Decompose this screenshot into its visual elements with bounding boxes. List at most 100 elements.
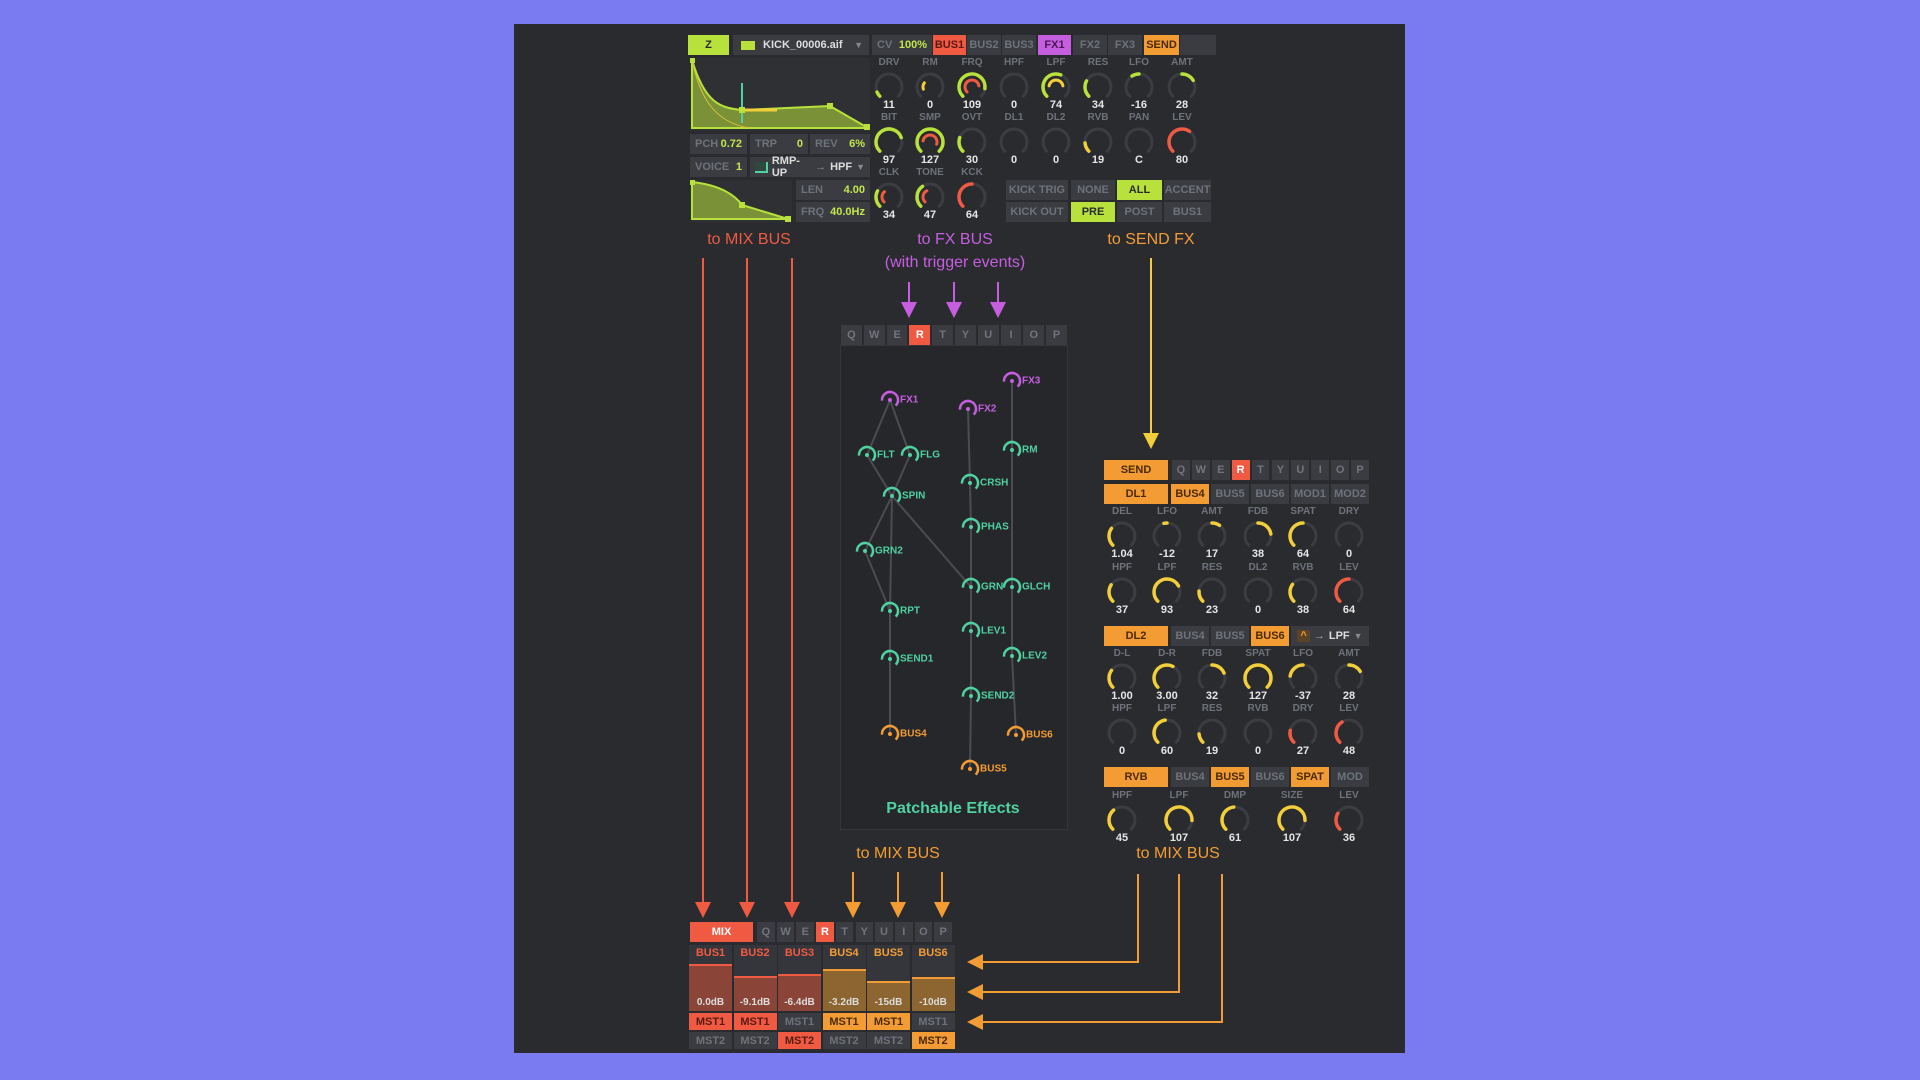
- knob-dial[interactable]: [912, 124, 948, 156]
- mst2-toggle[interactable]: MST2: [867, 1032, 910, 1049]
- patch-key-w[interactable]: W: [863, 325, 885, 345]
- kick-out-bus1[interactable]: BUS1: [1164, 202, 1211, 222]
- mst1-toggle[interactable]: MST1: [733, 1013, 777, 1030]
- send-key-o[interactable]: O: [1331, 460, 1350, 480]
- patch-node-grn[interactable]: [961, 577, 981, 594]
- dl1-route-mod1[interactable]: MOD1: [1291, 484, 1329, 504]
- patch-node-rm[interactable]: [1002, 440, 1022, 457]
- knob-dial[interactable]: [1240, 715, 1276, 747]
- knob-dial[interactable]: [1164, 124, 1200, 156]
- knob-dial[interactable]: [1104, 660, 1140, 692]
- knob-dial[interactable]: [1080, 69, 1116, 101]
- knob-dial[interactable]: [1285, 660, 1321, 692]
- patch-node-bus6[interactable]: [1006, 725, 1026, 742]
- knob-dial[interactable]: [1194, 715, 1230, 747]
- dl1-route-bus6[interactable]: BUS6: [1251, 484, 1289, 504]
- knob-dial[interactable]: [1149, 660, 1185, 692]
- knob-dial[interactable]: [1104, 574, 1140, 606]
- patch-node-fx1[interactable]: [880, 390, 900, 407]
- mst2-toggle[interactable]: MST2: [733, 1032, 777, 1049]
- patch-key-p[interactable]: P: [1046, 325, 1067, 345]
- dl2-tab[interactable]: DL2: [1104, 626, 1168, 646]
- send-key-w[interactable]: W: [1191, 460, 1210, 480]
- patch-node-send1[interactable]: [880, 649, 900, 666]
- knob-dial[interactable]: [1038, 69, 1074, 101]
- mix-key-e[interactable]: E: [796, 922, 815, 942]
- patch-node-spin[interactable]: [882, 486, 902, 503]
- knob-dial[interactable]: [1331, 518, 1367, 550]
- kick-trig-none[interactable]: NONE: [1071, 180, 1115, 200]
- patch-key-q[interactable]: Q: [841, 325, 862, 345]
- knob-dial[interactable]: [871, 124, 907, 156]
- knob-dial[interactable]: [1194, 574, 1230, 606]
- mix-key-r[interactable]: R: [816, 922, 834, 942]
- dl2-route-bus6[interactable]: BUS6: [1251, 626, 1289, 646]
- knob-dial[interactable]: [1240, 574, 1276, 606]
- mst1-toggle[interactable]: MST1: [822, 1013, 866, 1030]
- knob-dial[interactable]: [912, 179, 948, 211]
- mst1-toggle[interactable]: MST1: [689, 1013, 732, 1030]
- dl2-filter-dropdown[interactable]: ^ → LPF ▼: [1291, 626, 1369, 646]
- knob-dial[interactable]: [1285, 518, 1321, 550]
- knob-dial[interactable]: [1121, 69, 1157, 101]
- knob-dial[interactable]: [1194, 660, 1230, 692]
- patch-node-rpt[interactable]: [880, 601, 900, 618]
- pitch-envelope-editor[interactable]: [690, 180, 792, 222]
- mst2-toggle[interactable]: MST2: [689, 1032, 732, 1049]
- patch-node-flg[interactable]: [900, 445, 920, 462]
- knob-dial[interactable]: [996, 124, 1032, 156]
- patch-node-lev2[interactable]: [1002, 646, 1022, 663]
- knob-dial[interactable]: [954, 179, 990, 211]
- patch-key-u[interactable]: U: [977, 325, 999, 345]
- mst2-toggle[interactable]: MST2: [778, 1032, 821, 1049]
- knob-dial[interactable]: [1217, 802, 1253, 834]
- mst2-toggle[interactable]: MST2: [911, 1032, 955, 1049]
- knob-dl1-lfo[interactable]: LFO-12: [1145, 506, 1189, 560]
- knob-dial[interactable]: [1149, 715, 1185, 747]
- dl1-tab[interactable]: DL1: [1104, 484, 1168, 504]
- patch-node-phas[interactable]: [961, 517, 981, 534]
- patch-node-bus5[interactable]: [960, 759, 980, 776]
- patch-node-glch[interactable]: [1002, 577, 1022, 594]
- tab-fx2[interactable]: FX2: [1073, 35, 1107, 55]
- knob-dial[interactable]: [1104, 518, 1140, 550]
- knob-dial[interactable]: [1285, 574, 1321, 606]
- knob-dial[interactable]: [1080, 124, 1116, 156]
- bus-fader-bus1[interactable]: 0.0dB: [689, 961, 732, 1011]
- patch-key-e[interactable]: E: [886, 325, 908, 345]
- knob-dial[interactable]: [954, 124, 990, 156]
- tab-fx3[interactable]: FX3: [1108, 35, 1142, 55]
- knob-dial[interactable]: [912, 69, 948, 101]
- knob-dial[interactable]: [871, 69, 907, 101]
- knob-dial[interactable]: [1274, 802, 1310, 834]
- tab-send[interactable]: SEND: [1144, 35, 1179, 55]
- kick-trig-accent[interactable]: ACCENT: [1164, 180, 1211, 200]
- knob-dial[interactable]: [1331, 802, 1367, 834]
- mix-key-i[interactable]: I: [894, 922, 913, 942]
